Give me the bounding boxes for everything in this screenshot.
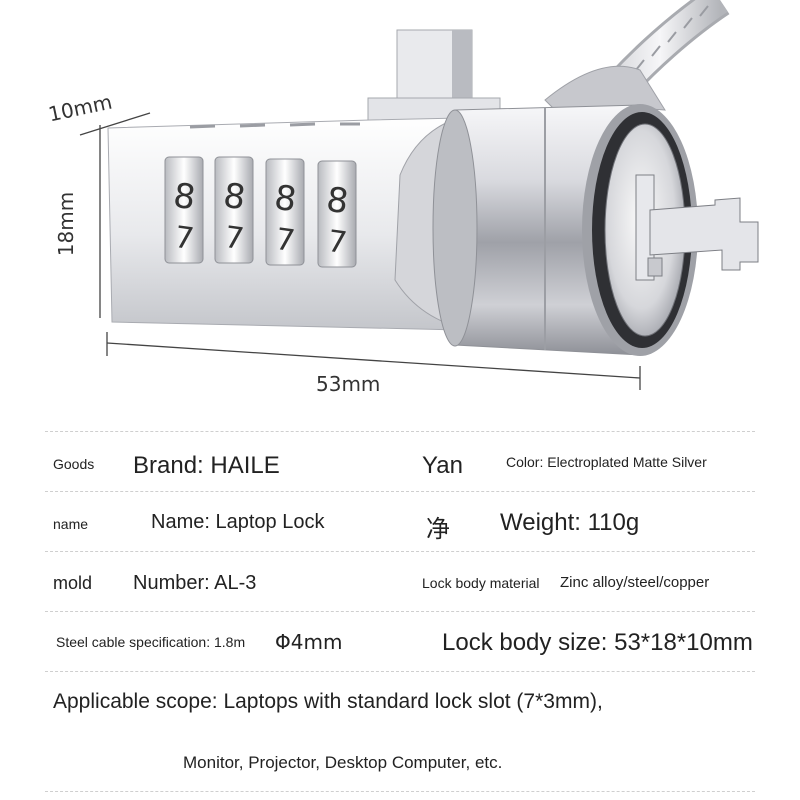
row-divider bbox=[45, 491, 755, 492]
dial-1-digit-lower: 7 bbox=[172, 220, 196, 257]
dial-3: 8 7 bbox=[265, 158, 305, 266]
row-divider bbox=[45, 671, 755, 672]
height-dimension-label: 18mm bbox=[54, 191, 79, 257]
scope-value: Applicable scope: Laptops with standard … bbox=[53, 690, 603, 713]
lock-material-label: Lock body material bbox=[422, 575, 540, 591]
dial-4: 8 7 bbox=[317, 160, 357, 268]
cable-diameter-value: Φ4mm bbox=[275, 630, 343, 654]
row-divider bbox=[45, 611, 755, 612]
cable-spec-label: Steel cable specification: 1.8m bbox=[56, 634, 246, 650]
row-divider bbox=[45, 551, 755, 552]
engraved-marks bbox=[189, 122, 360, 129]
dimension-lines bbox=[79, 112, 641, 390]
dial-2: 8 7 bbox=[214, 156, 254, 264]
scope-extra-value: Monitor, Projector, Desktop Computer, et… bbox=[183, 753, 503, 772]
dial-3-digit-lower: 7 bbox=[273, 222, 297, 259]
dial-2-digit-lower: 7 bbox=[222, 220, 246, 257]
mold-label: mold bbox=[53, 573, 93, 593]
product-name-value: Name: Laptop Lock bbox=[151, 511, 325, 533]
dial-4-digit-lower: 7 bbox=[325, 224, 349, 261]
color-value: Color: Electroplated Matte Silver bbox=[506, 454, 707, 470]
row-divider bbox=[45, 791, 755, 792]
lock-size-value: Lock body size: 53*18*10mm bbox=[442, 629, 753, 656]
jing-label: 净 bbox=[426, 515, 450, 543]
name-label: name bbox=[53, 516, 89, 532]
yan-label: Yan bbox=[422, 452, 463, 479]
lock-material-value: Zinc alloy/steel/copper bbox=[560, 574, 710, 591]
row-divider bbox=[45, 431, 755, 432]
weight-value: Weight: 110g bbox=[500, 509, 640, 536]
width-dimension-label: 53mm bbox=[316, 372, 381, 396]
brand-value: Brand: HAILE bbox=[133, 452, 280, 479]
dial-1: 8 7 bbox=[164, 156, 204, 264]
combination-dials: 8 7 8 7 8 7 8 7 bbox=[164, 156, 357, 268]
goods-label: Goods bbox=[53, 456, 95, 472]
number-value: Number: AL-3 bbox=[133, 572, 257, 594]
t-bar-latch bbox=[635, 174, 759, 281]
laptop-lock-illustration: 8 7 8 7 8 7 8 7 bbox=[79, 0, 759, 390]
